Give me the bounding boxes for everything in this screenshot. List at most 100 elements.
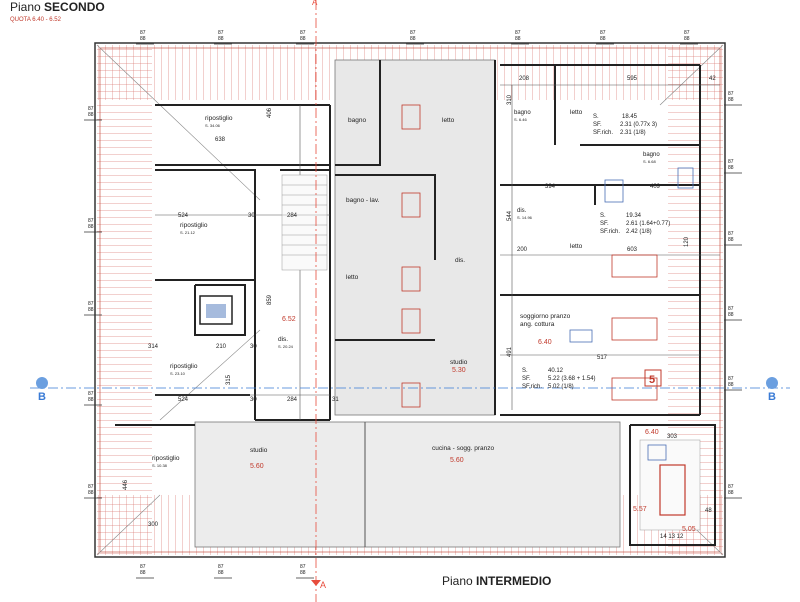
dim-524-a: 524 xyxy=(178,213,189,219)
room-studio-low: studio xyxy=(250,447,268,454)
soggiorno-sfr-value: 5.02 (1/8) xyxy=(548,384,574,390)
dim-446: 446 xyxy=(123,479,129,490)
window-dim-label: 88 xyxy=(88,490,94,496)
level-5-57: 5.57 xyxy=(633,506,647,513)
lower-floor-title: Piano INTERMEDIO xyxy=(442,574,551,588)
window-dim-label: 88 xyxy=(218,36,224,42)
soggiorno-sf-label: SF. xyxy=(522,376,531,382)
room-bagno-mid: bagno xyxy=(348,117,366,124)
dim-208: 208 xyxy=(519,76,530,82)
room-bagno-r2-area: S. 6.68 xyxy=(643,159,656,164)
room-ripostiglio-3-area: S. 23.10 xyxy=(170,371,186,376)
window-dim-label: 87 xyxy=(88,484,94,490)
room-ripostiglio-1-area: S. 34.06 xyxy=(205,123,221,128)
window-dim-label: 88 xyxy=(88,307,94,313)
room-ripostiglio-3: ripostiglio xyxy=(170,363,198,370)
section-line-a: A A xyxy=(311,0,326,602)
window-dim-label: 87 xyxy=(515,30,521,36)
room-bagno-lav: bagno - lav. xyxy=(346,197,380,204)
dim-30-b: 30 xyxy=(250,344,257,350)
level-6-40-a: 6.40 xyxy=(538,339,552,346)
room-bagno-r1: bagno xyxy=(514,110,531,116)
letto-r2-s-label: S. xyxy=(600,213,606,219)
letto-r1-sfr-value: 2.31 (1/8) xyxy=(620,130,646,136)
lower-floor-label: Piano xyxy=(442,574,473,588)
building-outline xyxy=(94,42,726,558)
section-line-b: B B xyxy=(30,377,790,403)
letto-r1-s-value: 18.45 xyxy=(622,114,638,120)
room-dis-mid: dis. xyxy=(455,257,465,264)
letto-r2-s-value: 19.34 xyxy=(626,213,642,219)
room-soggiorno-sub: ang. cottura xyxy=(520,321,555,328)
dim-200: 200 xyxy=(517,247,528,253)
letto-r2-sf-value: 2.61 (1.64+0.77) xyxy=(626,221,670,227)
skylights xyxy=(199,104,658,408)
window-dim-label: 87 xyxy=(218,564,224,570)
dim-859: 859 xyxy=(267,294,273,305)
window-dim-label: 87 xyxy=(88,301,94,307)
level-5-05: 5.05 xyxy=(682,526,696,533)
window-dim-label: 88 xyxy=(410,36,416,42)
dim-544: 544 xyxy=(507,210,513,221)
level-5-60-a: 5.60 xyxy=(250,463,264,470)
dim-314: 314 xyxy=(148,344,159,350)
window-dim-label: 88 xyxy=(88,397,94,403)
dim-595: 595 xyxy=(627,76,638,82)
letto-r2-sfr-label: SF.rich. xyxy=(600,229,620,235)
window-dim-label: 88 xyxy=(88,112,94,118)
floor-label: Piano xyxy=(10,0,41,14)
soggiorno-sf-value: 5.22 (3.68 + 1.54) xyxy=(548,376,596,382)
dim-14-13-12: 14 13 12 xyxy=(660,534,684,540)
window-dim-label: 87 xyxy=(218,30,224,36)
level-6-40-b: 6.40 xyxy=(645,429,659,436)
room-ripostiglio-2: ripostiglio xyxy=(180,222,208,229)
room-dis-left-area: S. 20.24 xyxy=(278,344,294,349)
room-letto-r2: letto xyxy=(570,243,583,250)
window-dim-label: 88 xyxy=(218,570,224,576)
room-letto-mid2: letto xyxy=(346,274,359,281)
soggiorno-s-label: S. xyxy=(522,368,528,374)
window-dim-label: 88 xyxy=(140,570,146,576)
dim-394: 394 xyxy=(545,184,556,190)
dim-284-a: 284 xyxy=(287,213,298,219)
fixtures xyxy=(569,167,694,461)
dim-120: 120 xyxy=(684,236,690,247)
dim-42: 42 xyxy=(709,76,716,82)
floor-title: Piano SECONDO xyxy=(10,0,105,14)
level-5-60-b: 5.60 xyxy=(450,457,464,464)
window-dim-label: 87 xyxy=(410,30,416,36)
room-ripostiglio-1: ripostiglio xyxy=(205,115,233,122)
dim-30-c: 30 xyxy=(250,397,257,403)
room-bagno-r1-area: S. 6.46 xyxy=(514,117,527,122)
window-dim-label: 87 xyxy=(88,106,94,112)
window-dim-label: 88 xyxy=(728,312,734,318)
room-studio-mid: studio xyxy=(450,359,468,366)
letto-r2-sf-label: SF. xyxy=(600,221,609,227)
room-letto-mid: letto xyxy=(442,117,455,124)
dim-31: 31 xyxy=(332,397,339,403)
window-dim-label: 87 xyxy=(300,30,306,36)
letto-r1-sf-value: 2.31 (0.77x 3) xyxy=(620,122,657,128)
letto-r1-s-label: S. xyxy=(593,114,599,120)
room-ripostiglio-4: ripostiglio xyxy=(152,455,180,462)
window-dim-label: 87 xyxy=(88,218,94,224)
window-dim-label: 87 xyxy=(684,30,690,36)
room-cucina: cucina - sogg. pranzo xyxy=(432,445,495,452)
dim-638: 638 xyxy=(215,137,226,143)
window-dim-label: 88 xyxy=(515,36,521,42)
room-letto-r1: letto xyxy=(570,109,583,116)
room-ripostiglio-2-area: S. 21.12 xyxy=(180,230,196,235)
dim-409: 409 xyxy=(650,184,661,190)
level-6-52: 6.52 xyxy=(282,316,296,323)
dim-517: 517 xyxy=(597,355,608,361)
dim-284-b: 284 xyxy=(287,397,298,403)
window-dim-label: 88 xyxy=(300,570,306,576)
window-dim-label: 87 xyxy=(140,564,146,570)
window-dim-label: 87 xyxy=(300,564,306,570)
window-dim-label: 87 xyxy=(728,376,734,382)
letto-r1-sf-label: SF. xyxy=(593,122,602,128)
window-dim-label: 88 xyxy=(728,490,734,496)
window-marks: 8788878887888788878887888788878887888788… xyxy=(84,30,742,579)
room-dis-r-area: S. 14.96 xyxy=(517,215,533,220)
